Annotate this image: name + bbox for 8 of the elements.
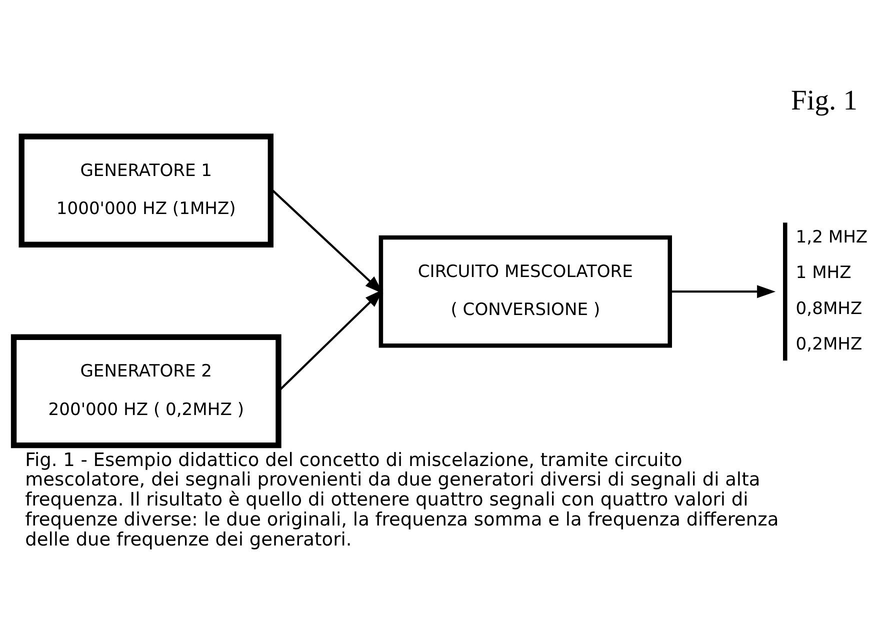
node-text: 1,2 MHZ 1 MHZ 0,8MHZ 0,2MHZ xyxy=(796,227,868,354)
node-box: GENERATORE 1 1000'000 HZ (1MHZ) xyxy=(18,133,274,247)
node-box: GENERATORE 2 200'000 HZ ( 0,2MHZ ) xyxy=(10,334,282,448)
arrow xyxy=(272,189,384,294)
caption: Fig. 1 - Esempio didattico del concetto di miscelazione, tramite circuito mescolatore, dei segnali provenienti da due generatori diversi di segnali di alta frequenza. Il risultato è quello di ottenere quattro segnali con quattro valori di frequenze diverse: le due originali, la frequenza somma e la frequenza differenza delle due frequenze dei generatori. xyxy=(25,449,779,550)
label: Fig. 1 xyxy=(791,84,858,116)
arrow xyxy=(670,284,776,298)
node-box: CIRCUITO MESCOLATORE ( CONVERSIONE ) xyxy=(378,234,672,348)
